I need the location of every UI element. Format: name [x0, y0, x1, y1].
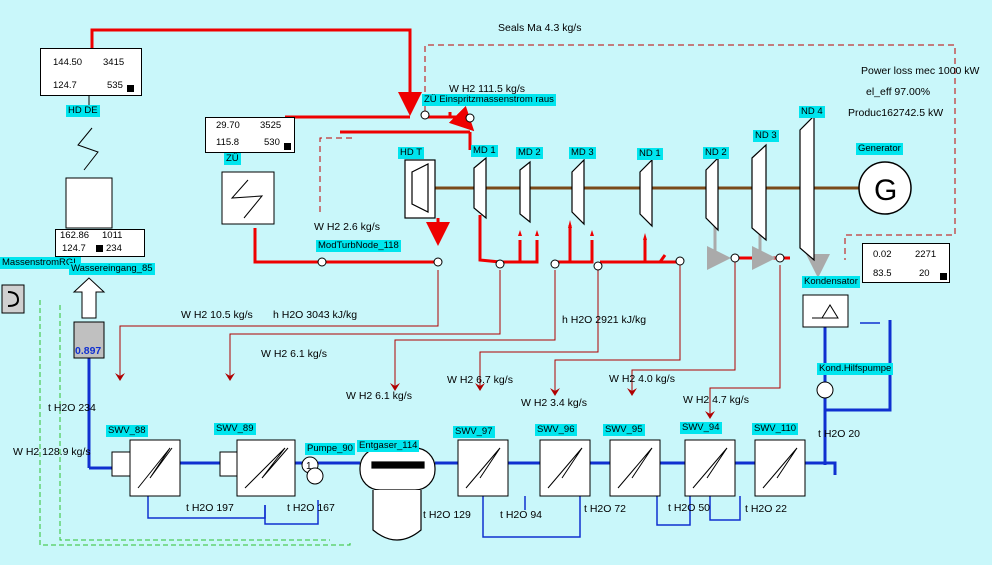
zu-marker: [284, 143, 291, 150]
tag-entgaser[interactable]: Entgaser_114: [357, 440, 420, 452]
hp-extraction-flow: W H2 10.5 kg/s: [181, 309, 253, 321]
kond-flow: 83.5: [873, 268, 892, 279]
feedwater-pump-station-icon: [1, 277, 106, 359]
tag-nd1[interactable]: ND 1: [637, 148, 663, 160]
tag-nd2[interactable]: ND 2: [703, 147, 729, 159]
steam-lines: [90, 28, 790, 264]
lp-enthalpy: h H2O 2921 kJ/kg: [562, 314, 647, 326]
kond-temp: 20: [919, 268, 930, 279]
pump-icon: 1: [301, 456, 324, 485]
svg-text:1: 1: [306, 461, 312, 472]
exhaust-lines: [707, 220, 830, 278]
zu-pressure: 29.70: [216, 120, 240, 131]
tag-swv96[interactable]: SWV_96: [535, 424, 577, 436]
tag-swv110[interactable]: SWV_110: [752, 423, 799, 435]
swv97-extraction-flow: W H2 6.7 kg/s: [447, 374, 513, 386]
hd-de-marker: [127, 85, 134, 92]
flue-gas-line: [39, 300, 351, 546]
reheat-injection-flow: W H2 2.6 kg/s: [314, 221, 380, 233]
deaerator-extraction-flow: W H2 6.1 kg/s: [346, 390, 412, 402]
wasser-enthalpy: 1011: [102, 230, 123, 241]
hd-de-enthalpy: 3415: [103, 57, 125, 68]
hd-de-flow: 124.7: [53, 80, 77, 91]
power-output: Produc162742.5 kW: [848, 107, 944, 119]
tag-swv95[interactable]: SWV_95: [603, 424, 645, 436]
seal-leak-lines: [319, 44, 956, 260]
tag-mod-turb-node[interactable]: ModTurbNode_118: [316, 240, 401, 252]
feedwater-flow: W H2 128.9 kg/s: [13, 446, 91, 458]
temp-22: t H2O 22: [745, 503, 788, 515]
electrical-efficiency: el_eff 97.00%: [866, 86, 931, 98]
pump-ratio: 0.897: [75, 345, 102, 357]
swv96-extraction-flow: W H2 3.4 kg/s: [521, 397, 587, 409]
tag-md1[interactable]: MD 1: [471, 145, 498, 157]
hd-de-pressure: 144.50: [53, 57, 83, 68]
heat-exchanger-icon: [65, 127, 275, 229]
temp-129: t H2O 129: [423, 509, 471, 521]
seals-mass-flow: Seals Ma 4.3 kg/s: [498, 22, 582, 34]
tag-swv94[interactable]: SWV_94: [680, 422, 722, 434]
tag-zu-injection[interactable]: ZÜ Einspritzmassenstrom raus: [422, 94, 556, 106]
main-steam-flow: W H2 111.5 kg/s: [449, 83, 526, 95]
tag-kond-pump[interactable]: Kond.Hilfspumpe: [817, 363, 894, 375]
wasser-value-table: 162.86 1011 124.7 234: [55, 229, 145, 257]
extraction-pipes: [115, 258, 781, 419]
tag-wassereingang[interactable]: Wassereingang_85: [69, 263, 155, 275]
tag-swv89[interactable]: SWV_89: [214, 423, 256, 435]
kond-marker: [940, 273, 947, 280]
feedwater-thin: [147, 322, 880, 538]
temp-94: t H2O 94: [500, 509, 543, 521]
condenser-icon: [802, 294, 849, 328]
wasser-marker: [96, 245, 103, 252]
svg-text:G: G: [874, 174, 897, 207]
swv94-extraction-flow: W H2 4.7 kg/s: [683, 394, 749, 406]
tag-hd-de[interactable]: HD DE: [66, 105, 100, 117]
tag-nd4[interactable]: ND 4: [799, 106, 825, 118]
wasser-pressure: 162.86: [60, 230, 90, 241]
hd-de-value-table: 144.50 3415 124.7 535: [40, 48, 142, 96]
tag-hd-t[interactable]: HD T: [398, 147, 424, 159]
deaerator-icon: [359, 447, 436, 541]
tag-kondensator[interactable]: Kondensator: [802, 276, 860, 288]
temp-197: t H2O 197: [186, 502, 234, 514]
zu-flow: 115.8: [216, 137, 240, 148]
zu-enthalpy: 3525: [260, 120, 282, 131]
temp-167: t H2O 167: [287, 502, 335, 514]
tag-md2[interactable]: MD 2: [516, 147, 543, 159]
tag-swv97[interactable]: SWV_97: [453, 426, 495, 438]
tag-nd3[interactable]: ND 3: [753, 130, 779, 142]
feedwater-temp-234: t H2O 234: [48, 402, 96, 414]
swv95-extraction-flow: W H2 4.0 kg/s: [609, 373, 675, 385]
kond-pressure: 0.02: [873, 249, 892, 260]
turbine-icon: [404, 114, 815, 262]
kond-pump-icon: [816, 381, 834, 399]
hd-de-temp: 535: [107, 80, 123, 91]
power-loss: Power loss mec 1000 kW: [861, 65, 980, 77]
kond-value-table: 0.02 2271 83.5 20: [862, 243, 950, 283]
wasser-temp: 234: [106, 243, 122, 254]
tag-zu[interactable]: ZÜ: [224, 153, 241, 165]
tag-md3[interactable]: MD 3: [569, 147, 596, 159]
zu-temp: 530: [264, 137, 280, 148]
wasser-flow: 124.7: [62, 243, 86, 254]
swv89-extraction-flow: W H2 6.1 kg/s: [261, 348, 327, 360]
tag-swv88[interactable]: SWV_88: [106, 425, 148, 437]
temp-72: t H2O 72: [584, 503, 627, 515]
tag-pumpe90[interactable]: Pumpe_90: [305, 443, 355, 455]
tag-generator[interactable]: Generator: [856, 143, 903, 155]
kond-enthalpy: 2271: [915, 249, 937, 260]
feedwater-heater-icon: [111, 439, 806, 497]
extraction-arrows: [518, 220, 647, 240]
zu-value-table: 29.70 3525 115.8 530: [205, 117, 295, 153]
hp-extraction-enthalpy: h H2O 3043 kJ/kg: [273, 309, 358, 321]
junction-nodes: [317, 110, 785, 271]
temp-50: t H2O 50: [668, 502, 711, 514]
tag-massenstrom[interactable]: MassenstromRGL: [0, 257, 81, 269]
temp-20: t H2O 20: [818, 428, 861, 440]
generator-icon: G: [858, 161, 912, 215]
